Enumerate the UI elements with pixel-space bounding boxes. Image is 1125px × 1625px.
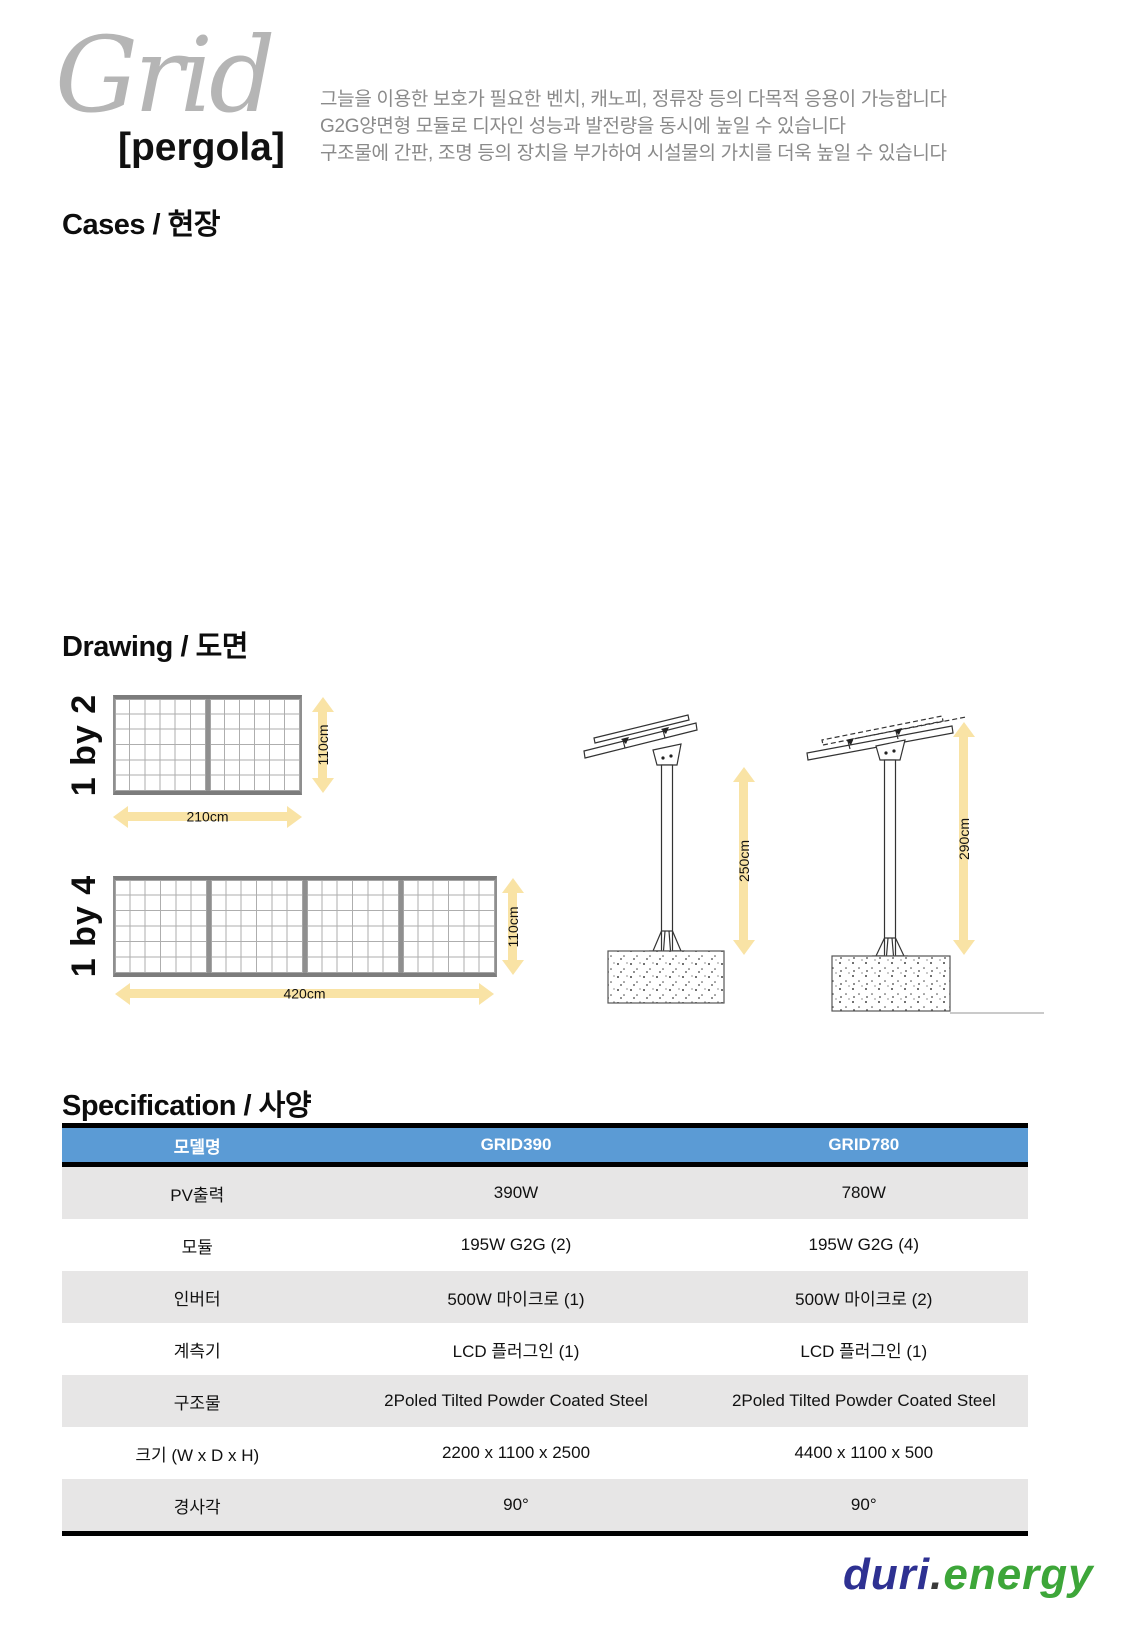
description-line: 구조물에 간판, 조명 등의 장치을 부가하여 시설물의 가치를 더욱 높일 수…: [320, 143, 947, 164]
col-grid390: GRID390: [332, 1125, 700, 1167]
description-line: G2G양면형 모듈로 디자인 성능과 발전량을 동시에 높일 수 있습니다: [320, 116, 846, 137]
drawing-section-title: Drawing / 도면: [62, 631, 248, 663]
cell-label: 인버터: [173, 1289, 221, 1309]
cell-grid780: 195W G2G (4): [808, 1235, 920, 1254]
dimension-420cm: 420cm: [283, 985, 326, 1002]
duri-energy-logo: duri.energy: [843, 1550, 1094, 1600]
table-row: 구조물 2Poled Tilted Powder Coated Steel 2P…: [62, 1375, 1028, 1427]
grid-logo: Grid: [55, 14, 276, 136]
pole-structure-250-drawing: [583, 714, 725, 1004]
table-row: PV출력 390W 780W: [62, 1164, 1028, 1219]
solar-module-grid: [403, 880, 495, 973]
cell-grid390: 390W: [493, 1183, 539, 1202]
cell-grid780: 4400 x 1100 x 500: [794, 1443, 934, 1462]
dimension-110cm: 110cm: [504, 906, 521, 947]
table-row: 경사각 90° 90°: [62, 1479, 1028, 1534]
dimension-290cm: 290cm: [955, 817, 972, 860]
product-description: 그늘을 이용한 보호가 필요한 벤치, 캐노피, 정류장 등의 다목적 응용이 …: [320, 86, 947, 167]
table-row: 크기 (W x D x H) 2200 x 1100 x 2500 4400 x…: [62, 1427, 1028, 1479]
cell-grid390: 2Poled Tilted Powder Coated Steel: [384, 1391, 648, 1410]
solar-module-grid: [115, 699, 206, 791]
panel-1x4-drawing: [113, 876, 497, 977]
cell-grid390: 195W G2G (2): [460, 1235, 572, 1254]
solar-module-grid: [115, 880, 207, 973]
cell-label: 경사각: [173, 1497, 221, 1517]
brand-duri: duri: [843, 1550, 931, 1599]
spec-header-row: 모델명 GRID390 GRID780: [62, 1125, 1028, 1167]
pergola-label: [pergola]: [118, 126, 285, 169]
description-line: 그늘을 이용한 보호가 필요한 벤치, 캐노피, 정류장 등의 다목적 응용이 …: [320, 89, 947, 110]
solar-module-grid: [209, 699, 300, 791]
cell-label: 계측기: [173, 1341, 221, 1361]
dimension-210cm: 210cm: [186, 808, 229, 825]
table-row: 모듈 195W G2G (2) 195W G2G (4): [62, 1219, 1028, 1271]
spec-section-title: Specification / 사양: [62, 1090, 312, 1122]
arrow-1x2-height-icon: 110cm: [315, 712, 331, 778]
panel-1x4-label: 1 by 4: [65, 874, 103, 978]
arrow-pole-290-icon: 290cm: [956, 737, 972, 940]
cell-grid780: 780W: [841, 1183, 886, 1202]
arrow-1x2-width-icon: 210cm: [128, 808, 287, 824]
arrow-1x4-width-icon: 420cm: [130, 985, 479, 1001]
cell-label: PV출력: [170, 1185, 225, 1205]
arrow-pole-250-icon: 250cm: [736, 782, 752, 940]
arrow-1x4-height-icon: 110cm: [505, 893, 521, 960]
cell-label: 구조물: [173, 1393, 221, 1413]
solar-module-grid: [211, 880, 303, 973]
cell-grid390: 90°: [503, 1495, 529, 1514]
cell-grid780: 2Poled Tilted Powder Coated Steel: [731, 1391, 996, 1410]
cell-grid390: 500W 마이크로 (1): [447, 1289, 585, 1309]
cell-grid780: 90°: [850, 1495, 877, 1514]
spec-table: 모델명 GRID390 GRID780 PV출력 390W 780W 모듈 19…: [62, 1123, 1028, 1536]
cell-label: 모듈: [181, 1237, 213, 1257]
dimension-250cm: 250cm: [735, 839, 752, 883]
dimension-110cm: 110cm: [314, 724, 331, 766]
col-grid780: GRID780: [699, 1125, 1028, 1167]
panel-1x2-label: 1 by 2: [65, 693, 103, 797]
table-row: 계측기 LCD 플러그인 (1) LCD 플러그인 (1): [62, 1323, 1028, 1375]
col-model: 모델명: [62, 1125, 333, 1167]
solar-module-grid: [307, 880, 399, 973]
cases-section-title: Cases / 현장: [62, 209, 221, 241]
table-row: 인버터 500W 마이크로 (1) 500W 마이크로 (2): [62, 1271, 1028, 1323]
cell-grid390: LCD 플러그인 (1): [452, 1341, 580, 1361]
cell-grid780: 500W 마이크로 (2): [795, 1289, 933, 1309]
brand-energy: energy: [943, 1550, 1094, 1599]
cell-grid390: 2200 x 1100 x 2500: [441, 1443, 591, 1462]
pole-structure-290-drawing: [806, 715, 1044, 1014]
cell-label: 크기 (W x D x H): [135, 1445, 260, 1465]
brand-dot: .: [930, 1550, 944, 1599]
panel-1x2-drawing: [113, 695, 302, 795]
cell-grid780: LCD 플러그인 (1): [800, 1341, 928, 1361]
